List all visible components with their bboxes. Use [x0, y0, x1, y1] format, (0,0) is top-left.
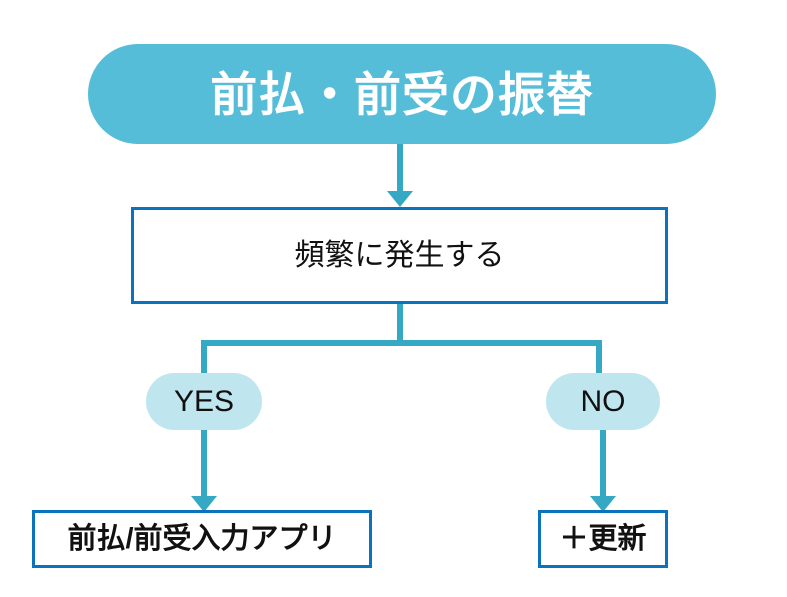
branch-pill-no-label: NO	[580, 384, 626, 418]
branch-pill-no[interactable]: NO	[546, 373, 660, 430]
result-node-no-label: ＋更新	[559, 522, 647, 555]
arrowhead-title-to-decision	[387, 191, 413, 207]
branch-pill-yes-label: YES	[173, 384, 235, 418]
flow-title-label: 前払・前受の振替	[210, 67, 594, 121]
result-node-no[interactable]: ＋更新	[538, 510, 668, 568]
decision-node-label: 頻繁に発生する	[294, 238, 505, 272]
decision-node[interactable]: 頻繁に発生する	[131, 207, 668, 304]
flow-title-node[interactable]: 前払・前受の振替	[88, 44, 716, 144]
result-node-yes[interactable]: 前払/前受入力アプリ	[32, 510, 372, 568]
branch-pill-yes[interactable]: YES	[146, 373, 262, 430]
result-node-yes-label: 前払/前受入力アプリ	[67, 522, 337, 555]
